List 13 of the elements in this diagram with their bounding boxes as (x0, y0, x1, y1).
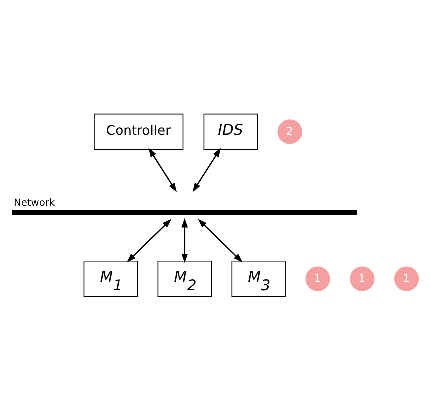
node-circle: 2 (278, 119, 302, 144)
arrow (192, 148, 222, 192)
node-circle: 1 (306, 266, 330, 291)
node-circle: 1 (350, 266, 375, 291)
arrow (148, 148, 177, 192)
arrow (182, 218, 188, 263)
arrow (126, 218, 172, 262)
node-box: IDS (204, 113, 258, 150)
node-box (12, 210, 358, 215)
node-label: Network (14, 197, 56, 208)
node-circle: 1 (394, 266, 420, 291)
arrow (198, 218, 243, 262)
node-box: Controller (94, 113, 184, 150)
